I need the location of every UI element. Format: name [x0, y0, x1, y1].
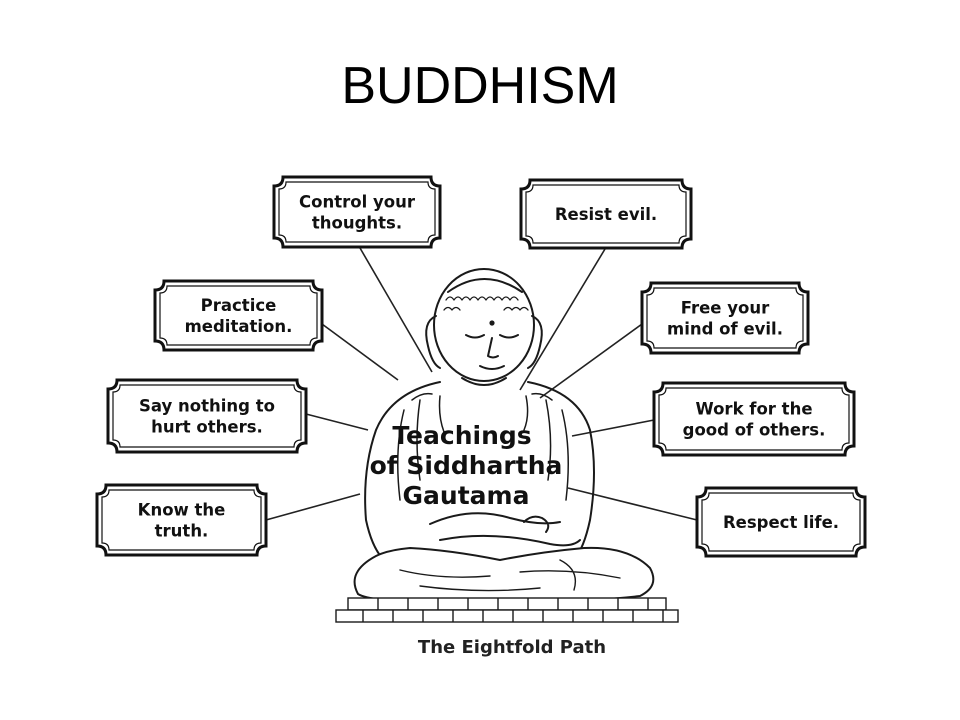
teaching-box-frame — [695, 486, 867, 558]
teaching-text-line: hurt others. — [151, 417, 263, 436]
center-title-line: Teachings — [392, 421, 531, 450]
buddha-ear-left — [425, 315, 441, 369]
teaching-text-line: Work for the — [695, 399, 812, 418]
hair-curls — [443, 296, 529, 311]
buddha-legs — [353, 546, 655, 603]
teaching-box-frame — [153, 279, 324, 352]
teaching-text-line: Respect life. — [723, 513, 839, 532]
teaching-box-frame — [95, 483, 268, 557]
connector-free-mind — [539, 323, 643, 399]
teaching-text-line: Control your — [299, 192, 416, 211]
buddha-ear-right — [527, 315, 543, 369]
teaching-text-line: Practice — [201, 296, 277, 315]
teaching-text-line: good of others. — [683, 420, 826, 439]
connector-know-truth — [265, 493, 361, 521]
teaching-text-line: Know the — [138, 500, 226, 519]
center-title-line: of Siddhartha — [370, 451, 563, 480]
buddha-head — [433, 268, 535, 382]
teaching-text-line: Resist evil. — [555, 205, 657, 224]
center-title-line: Gautama — [403, 481, 530, 510]
teaching-box-inner-frame — [658, 387, 850, 451]
teaching-box-say-nothing: Say nothing to hurt others. — [106, 378, 308, 454]
pedestal — [335, 597, 679, 623]
connector-say-nothing — [305, 413, 369, 431]
urna-dot — [489, 320, 495, 326]
teaching-box-frame — [106, 378, 308, 454]
teaching-text-line: truth. — [155, 521, 209, 540]
teaching-box-resist-evil: Resist evil. — [519, 178, 693, 250]
slide-title: BUDDHISM — [341, 57, 619, 115]
connector-respect-life — [567, 487, 698, 521]
teaching-labels: Control your thoughts. Resist evil. Practic… — [95, 175, 867, 558]
diagram-caption: The Eightfold Path — [418, 637, 606, 658]
buddha-neck — [461, 377, 507, 386]
pedestal-bottom — [335, 609, 679, 623]
buddha-mouth — [479, 365, 505, 370]
teaching-text-line: mind of evil. — [667, 319, 783, 338]
connector-practice-meditation — [321, 323, 399, 381]
teaching-box-frame — [640, 281, 810, 355]
teaching-box-inner-frame — [278, 181, 436, 243]
connector-resist-evil — [519, 248, 606, 391]
teaching-box-practice-meditation: Practice meditation. — [153, 279, 324, 352]
teaching-box-respect-life: Respect life. — [695, 486, 867, 558]
teaching-box-inner-frame — [525, 184, 687, 244]
leg-folds — [399, 559, 621, 592]
connector-control-thoughts — [359, 247, 433, 373]
teaching-text-line: thoughts. — [312, 213, 402, 232]
buddha-ushnisha — [447, 278, 523, 293]
buddha-body — [364, 381, 595, 561]
teaching-box-know-truth: Know the truth. — [95, 483, 268, 557]
teaching-box-work-for-good: Work for the good of others. — [652, 381, 856, 457]
teaching-text-line: meditation. — [185, 317, 293, 336]
buddha-eyes — [465, 334, 519, 339]
connector-lines — [265, 247, 698, 521]
teaching-box-inner-frame — [646, 287, 804, 349]
teaching-box-inner-frame — [112, 384, 302, 448]
teaching-box-frame — [272, 175, 442, 249]
pedestal-bricks — [362, 598, 664, 622]
teaching-text-line: Free your — [681, 298, 770, 317]
connector-work-for-good — [571, 419, 655, 437]
buddha-hands — [429, 512, 581, 547]
teaching-box-frame — [519, 178, 693, 250]
teaching-box-frame — [652, 381, 856, 457]
teaching-box-inner-frame — [701, 492, 861, 552]
robe-folds — [397, 392, 569, 501]
teaching-box-inner-frame — [101, 489, 262, 551]
teaching-box-free-mind: Free your mind of evil. — [640, 281, 810, 355]
teaching-text-line: Say nothing to — [139, 396, 275, 415]
teaching-box-inner-frame — [159, 285, 318, 346]
buddha-nose — [487, 337, 499, 359]
buddha-figure — [353, 268, 655, 603]
teaching-box-control-thoughts: Control your thoughts. — [272, 175, 442, 249]
